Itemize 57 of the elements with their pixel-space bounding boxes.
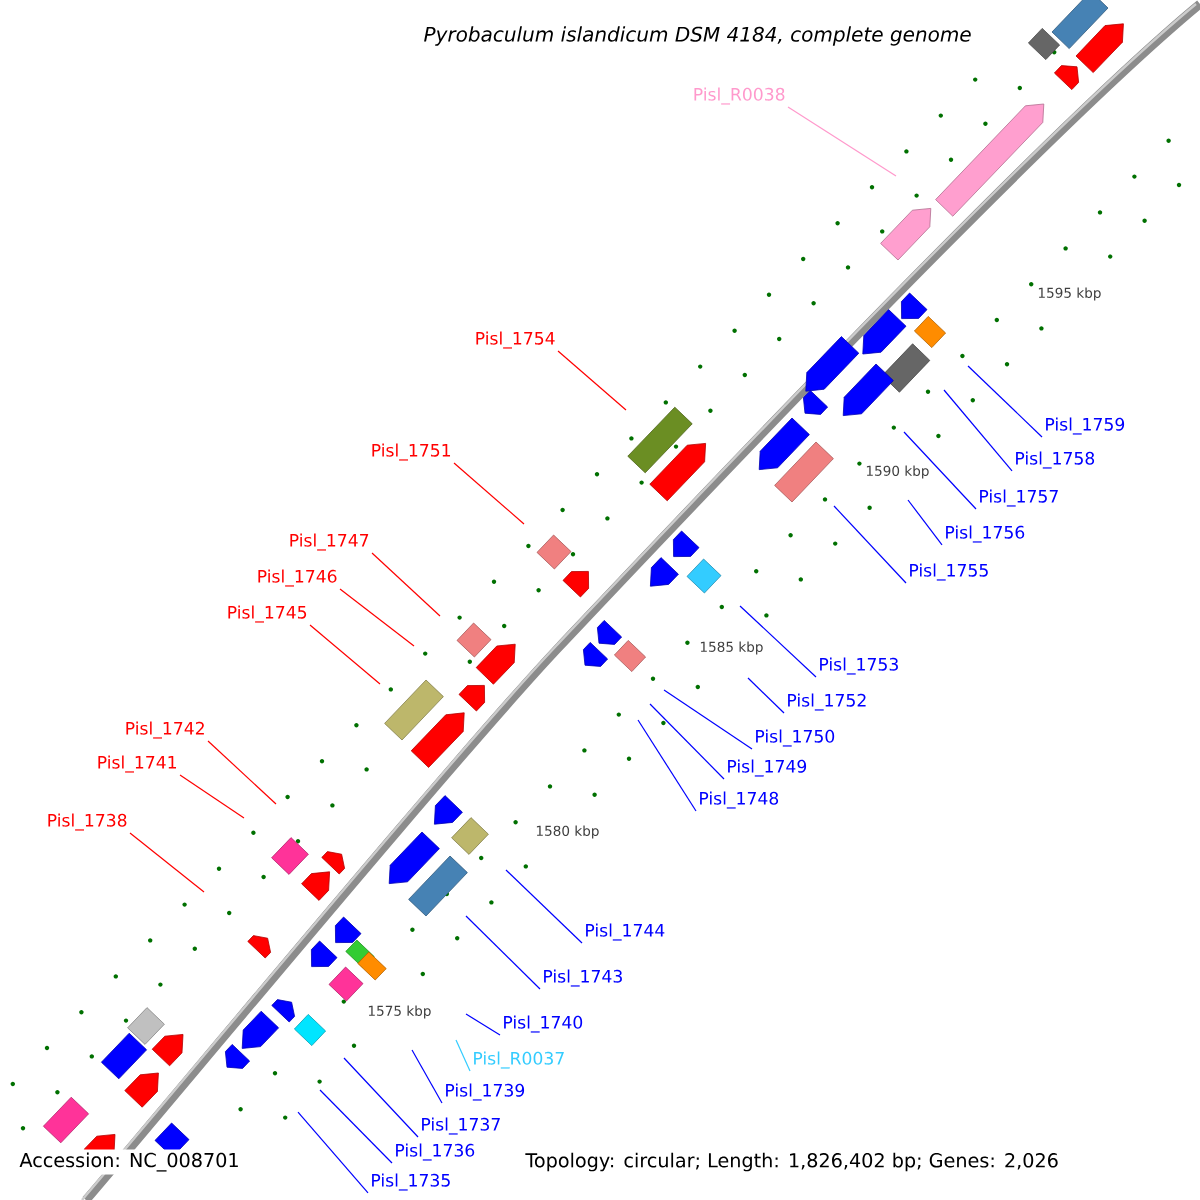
gene-label: Pisl_1740 [504, 1015, 583, 1033]
leader-line [747, 677, 785, 714]
leader-line [309, 624, 381, 685]
leader-line [371, 552, 441, 617]
gene-label: Pisl_1745 [228, 605, 307, 623]
leader-line [637, 719, 697, 812]
leader-line [297, 1111, 369, 1194]
leader-line [505, 869, 583, 944]
leader-line [833, 505, 907, 584]
gene-label: Pisl_1747 [290, 533, 369, 551]
leader-line [129, 832, 205, 893]
gene-label: Pisl_1741 [98, 755, 176, 773]
leader-line [453, 462, 525, 525]
gene-label: Pisl_1739 [446, 1083, 525, 1101]
leader-line [465, 1013, 501, 1036]
leader-line [649, 703, 725, 780]
footer-text: Topology: circular; Length: 1,826,402 bp; Genes: 2,026 [522, 1149, 1062, 1175]
leader-line [557, 350, 627, 411]
gene-label: Pisl_1749 [728, 759, 807, 777]
gene-label: Pisl_1744 [586, 923, 665, 941]
leader-line [339, 588, 415, 647]
leader-line [207, 740, 277, 805]
gene-label: Pisl_1735 [372, 1173, 450, 1191]
gene-label: Pisl_1752 [788, 693, 866, 711]
leader-line [319, 1089, 393, 1164]
gene-label: Pisl_1757 [980, 489, 1058, 507]
leader-line [903, 431, 977, 510]
leader-line [179, 774, 245, 819]
gene-label: Pisl_1748 [700, 791, 779, 809]
gene-label: Pisl_1742 [126, 721, 204, 739]
leader-line [907, 499, 943, 546]
leader-line [465, 915, 541, 990]
leader-line [663, 689, 753, 750]
gene-label: Pisl_1746 [258, 569, 337, 587]
gene-label: Pisl_R0037 [474, 1051, 564, 1069]
gene-label: Pisl_1743 [544, 969, 622, 987]
gene-label: Pisl_1750 [756, 729, 835, 747]
gene-label: Pisl_1755 [910, 563, 988, 581]
footer-text: Accession: NC_008701 [16, 1149, 243, 1175]
leader-line [787, 106, 897, 177]
gene-label: Pisl_1751 [372, 443, 450, 461]
leader-line [411, 1049, 443, 1104]
gene-label: Pisl_R0038 [694, 87, 785, 105]
gene-label: Pisl_1737 [422, 1117, 500, 1135]
gene-label: Pisl_1736 [396, 1143, 475, 1161]
gene-label: Pisl_1756 [946, 525, 1025, 543]
leader-line [343, 1057, 419, 1138]
gene-label: Pisl_1754 [476, 331, 555, 349]
gene-label: Pisl_1738 [48, 813, 127, 831]
leader-line [455, 1039, 471, 1072]
leader-line [943, 389, 1013, 472]
title: Pyrobaculum islandicum DSM 4184, complete genome [424, 26, 971, 46]
gene-label: Pisl_1753 [820, 657, 898, 675]
leader-line [967, 365, 1043, 438]
gene-label: Pisl_1758 [1016, 451, 1095, 469]
gene-label: Pisl_1759 [1046, 417, 1125, 435]
leader-line [739, 605, 817, 678]
